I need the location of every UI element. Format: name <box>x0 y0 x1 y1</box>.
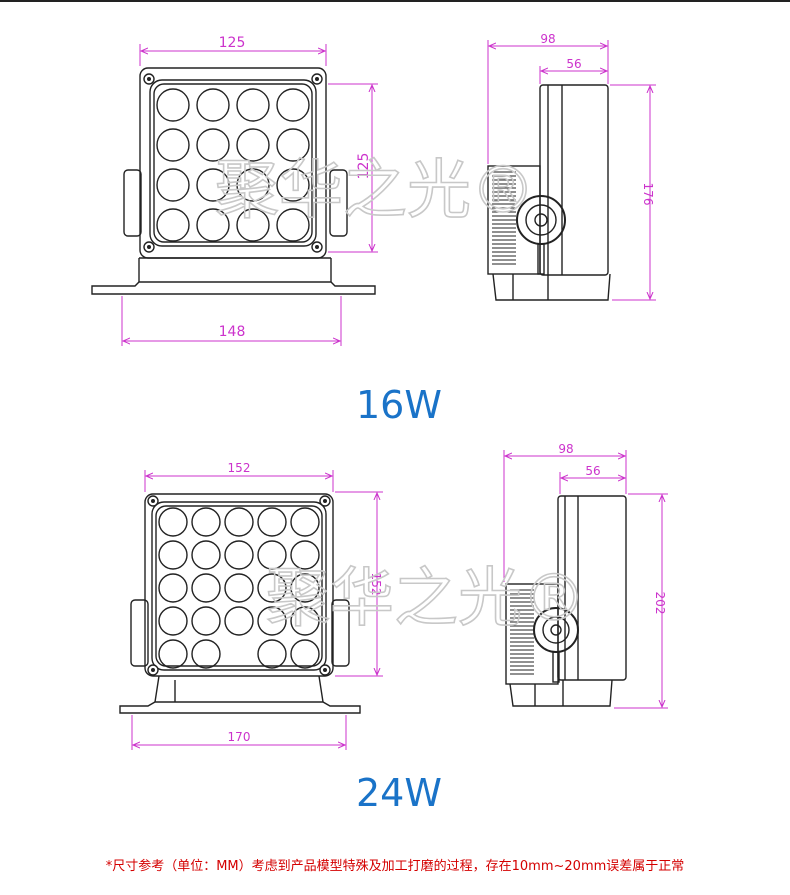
led-lens <box>158 606 188 636</box>
led-lens <box>290 507 320 537</box>
led-lens <box>290 573 320 603</box>
dim-front-width-16w: 125 <box>219 35 246 51</box>
watermark-top: 聚华之光® <box>215 154 535 228</box>
led-lens <box>236 88 270 122</box>
front-view-16w <box>91 67 376 295</box>
led-lens <box>158 507 188 537</box>
led-array-24w <box>158 507 320 669</box>
side-dims-24w <box>503 450 668 709</box>
led-lens <box>196 88 230 122</box>
led-lens <box>257 606 287 636</box>
led-lens <box>156 208 190 242</box>
led-lens <box>236 168 270 202</box>
led-lens <box>191 540 221 570</box>
dim-base-width-24w: 170 <box>228 730 251 744</box>
dim-side-depth-24w: 98 <box>558 442 573 456</box>
led-lens <box>276 88 310 122</box>
led-lens <box>224 573 254 603</box>
led-lens <box>257 639 287 669</box>
screws-24w <box>147 495 331 676</box>
led-lens <box>191 507 221 537</box>
led-lens <box>290 606 320 636</box>
led-lens <box>158 573 188 603</box>
led-lens <box>257 507 287 537</box>
led-lens <box>276 208 310 242</box>
model-label-16w: 16W <box>356 383 442 427</box>
top-rule <box>0 0 790 2</box>
led-lens <box>191 606 221 636</box>
led-lens <box>196 128 230 162</box>
dim-side-depth-16w: 98 <box>540 32 555 46</box>
led-lens <box>224 507 254 537</box>
model-label-24w: 24W <box>356 771 442 815</box>
front-dims-16w <box>121 44 378 346</box>
dim-front-width-24w: 152 <box>228 461 251 475</box>
side-view-24w <box>505 495 627 707</box>
screws-16w <box>143 73 323 253</box>
led-lens <box>224 606 254 636</box>
led-lens <box>276 128 310 162</box>
led-lens <box>257 573 287 603</box>
led-array-16w <box>156 88 310 242</box>
led-lens <box>290 639 320 669</box>
led-lens <box>156 128 190 162</box>
led-lens <box>196 208 230 242</box>
led-lens <box>156 168 190 202</box>
led-lens <box>156 88 190 122</box>
led-lens <box>158 639 188 669</box>
led-lens <box>224 540 254 570</box>
dim-front-height-16w: 125 <box>356 153 372 180</box>
footnote: *尺寸参考（单位：MM）考虑到产品模型特殊及加工打磨的过程，存在10mm~20m… <box>105 859 685 874</box>
led-lens <box>158 540 188 570</box>
front-dims-24w <box>131 470 383 750</box>
led-lens <box>290 540 320 570</box>
dim-side-height-24w: 202 <box>653 592 667 615</box>
dim-side-body-24w: 56 <box>585 464 600 478</box>
led-lens <box>236 208 270 242</box>
side-dims-16w <box>487 40 656 301</box>
side-view-16w <box>487 84 611 301</box>
led-lens <box>191 573 221 603</box>
dim-side-body-16w: 56 <box>566 57 581 71</box>
front-view-24w <box>119 493 361 714</box>
watermark-bottom: 聚华之光® <box>266 562 586 636</box>
dim-base-width-16w: 148 <box>219 324 246 340</box>
led-lens <box>236 128 270 162</box>
dim-side-height-16w: 176 <box>641 183 655 206</box>
led-lens <box>276 168 310 202</box>
dim-front-height-24w: 152 <box>369 573 383 596</box>
led-lens <box>257 540 287 570</box>
led-lens <box>196 168 230 202</box>
led-lens <box>191 639 221 669</box>
